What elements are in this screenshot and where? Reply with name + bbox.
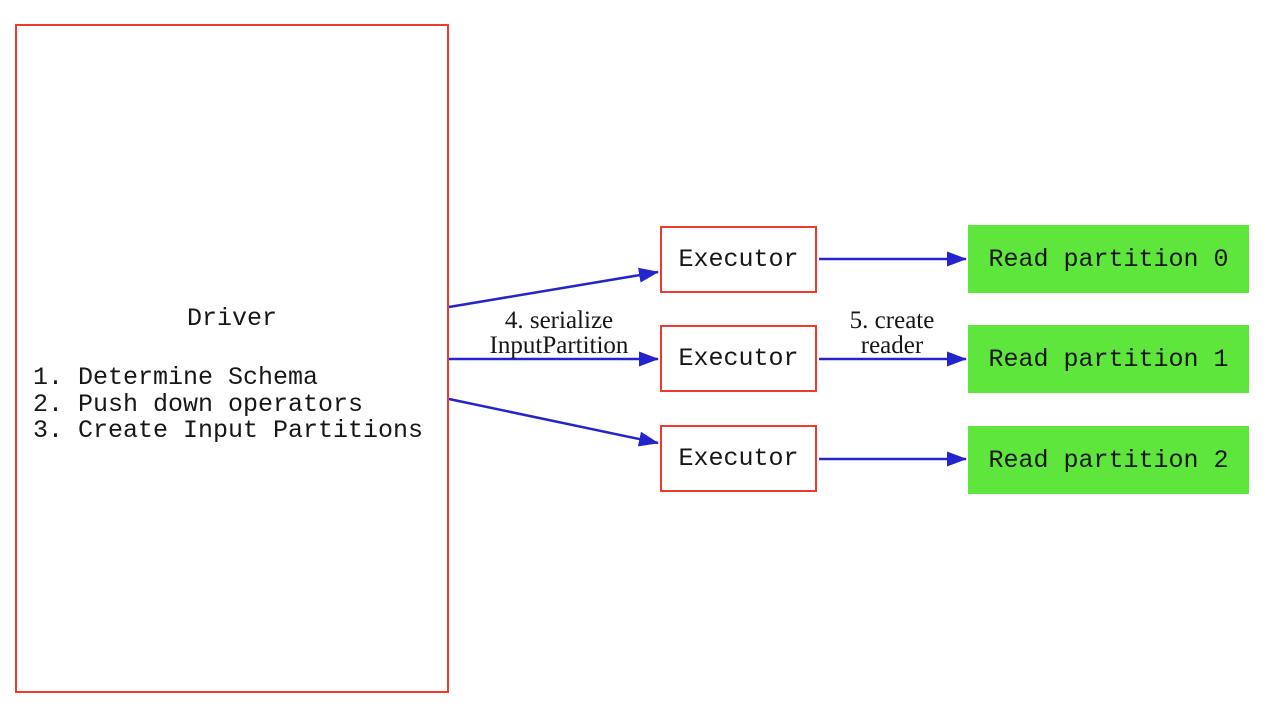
driver-box: Driver 1. Determine Schema 2. Push down … (15, 24, 449, 693)
read-partition-0-label: Read partition 0 (988, 244, 1229, 274)
executor-box-1: Executor (660, 226, 817, 293)
serialize-annotation-line-2: InputPartition (489, 332, 629, 359)
read-partition-box-0: Read partition 0 (968, 225, 1249, 293)
reader-annotation: 5. create reader (810, 308, 974, 358)
arrow-driver-to-executor-3 (448, 397, 659, 447)
read-partition-2-label: Read partition 2 (988, 445, 1229, 475)
serialize-annotation-line-1: 4. serialize (504, 307, 614, 334)
reader-annotation-line-1: 5. create (849, 307, 935, 334)
arrow-driver-to-executor-1 (448, 267, 659, 309)
executor-3-label: Executor (678, 444, 799, 473)
driver-step-2: 2. Push down operators (33, 389, 364, 419)
read-partition-box-2: Read partition 2 (968, 426, 1249, 494)
executor-box-2: Executor (660, 325, 817, 392)
executor-box-3: Executor (660, 425, 817, 492)
driver-steps-list: 1. Determine Schema 2. Push down operato… (33, 363, 424, 445)
executor-1-label: Executor (678, 245, 799, 274)
read-partition-1-label: Read partition 1 (988, 344, 1229, 374)
driver-step-1: 1. Determine Schema (33, 363, 319, 392)
read-partition-box-1: Read partition 1 (968, 325, 1249, 393)
executor-2-label: Executor (678, 344, 799, 373)
driver-title: Driver (186, 304, 277, 333)
reader-annotation-line-2: reader (860, 332, 924, 359)
serialize-annotation: 4. serialize InputPartition (470, 308, 648, 358)
driver-step-3: 3. Create Input Partitions (33, 416, 424, 445)
